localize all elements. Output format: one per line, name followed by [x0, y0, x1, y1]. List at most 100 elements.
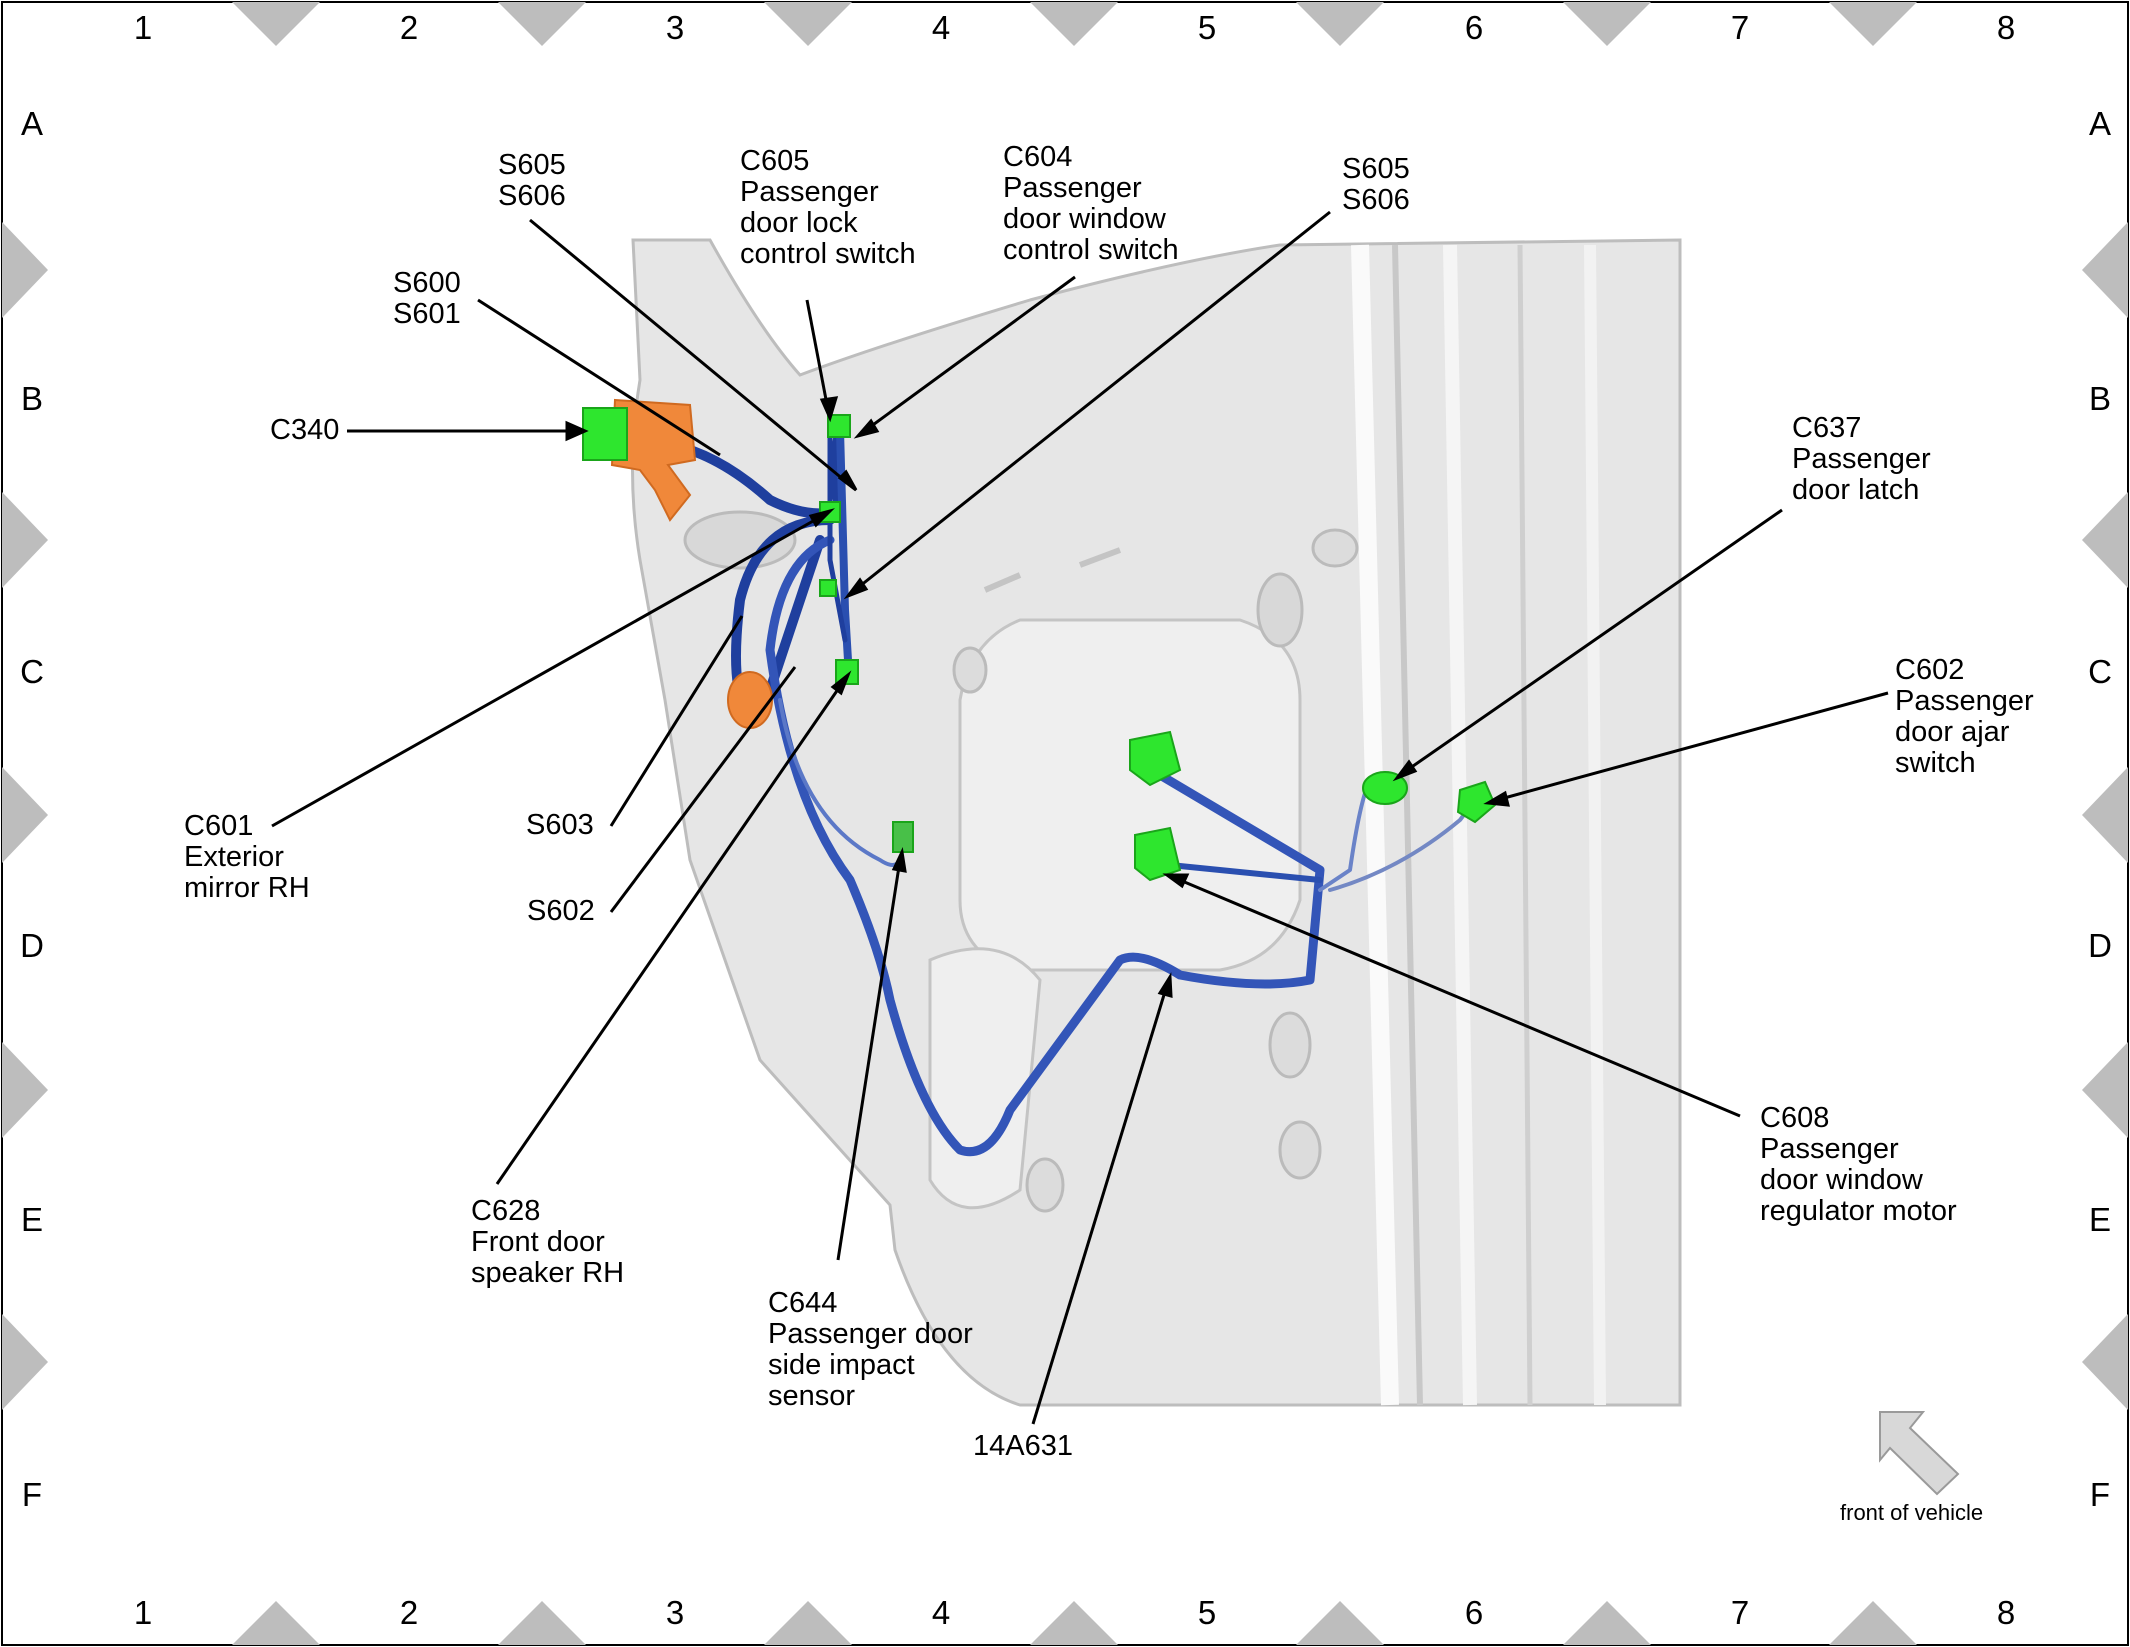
callout-line: C602: [1895, 654, 1965, 686]
brackets: [610, 398, 773, 729]
callout-line: control switch: [740, 238, 916, 270]
callout-line: Passenger: [1760, 1133, 1899, 1165]
callout-line: control switch: [1003, 234, 1179, 266]
connectors: [582, 407, 1497, 882]
grid-marker: [2, 767, 48, 863]
arrow-icon: [1879, 1411, 1960, 1496]
grid-row-label: C: [20, 653, 44, 690]
grid-row-label: B: [20, 380, 44, 417]
grid-column-label: 6: [1464, 9, 1484, 46]
grid-marker: [232, 1601, 320, 1645]
callout-line: S603: [526, 809, 594, 841]
grid-column-label: 3: [665, 9, 685, 46]
callout-line: C605: [740, 145, 810, 177]
callout-line: door window: [1760, 1164, 1923, 1196]
callout-line: C601: [184, 810, 254, 842]
grid-marker: [2082, 222, 2128, 318]
grid-marker: [1030, 2, 1118, 46]
grid-marker: [232, 2, 320, 46]
callout-line: C608: [1760, 1102, 1830, 1134]
grid-column-label: 1: [133, 9, 153, 46]
label-s603: S603: [526, 810, 594, 841]
grid-marker: [2, 492, 48, 588]
grid-row-label: A: [2088, 105, 2112, 142]
grid-column-label: 7: [1730, 1594, 1750, 1631]
grid-row-label: E: [20, 1201, 44, 1238]
grid-column-label: 2: [399, 9, 419, 46]
callout-line: C604: [1003, 141, 1073, 173]
grid-column-label: 4: [931, 1594, 951, 1631]
connector-c340: [582, 407, 628, 461]
grid-row-label: C: [2088, 653, 2112, 690]
callout-line: S606: [498, 180, 566, 212]
grid-marker: [2082, 1042, 2128, 1138]
callout-line: switch: [1895, 747, 1976, 779]
callout-line: door lock: [740, 207, 858, 239]
callout-line: Front door: [471, 1226, 605, 1258]
grid-column-label: 5: [1197, 1594, 1217, 1631]
callout-line: Exterior: [184, 841, 284, 873]
grid-row-label: F: [2089, 1476, 2111, 1513]
grid-row-label: D: [2088, 927, 2112, 964]
grid-column-label: 8: [1996, 1594, 2016, 1631]
grid-marker: [1829, 1601, 1917, 1645]
grid-marker: [1296, 1601, 1384, 1645]
callout-line: Passenger: [1792, 443, 1931, 475]
callout-line: S605: [498, 149, 566, 181]
grid-marker: [2, 1042, 48, 1138]
callout-line: Passenger door: [768, 1318, 973, 1350]
grid-marker: [2082, 492, 2128, 588]
grid-row-label: D: [20, 927, 44, 964]
grid-marker: [2082, 1314, 2128, 1410]
callout-line: side impact: [768, 1349, 915, 1381]
callout-line: sensor: [768, 1380, 856, 1412]
grid-column-label: 2: [399, 1594, 419, 1631]
grid-column-label: 4: [931, 9, 951, 46]
callout-line: C340: [270, 414, 340, 446]
grid-row-label: A: [20, 105, 44, 142]
callout-line: S600: [393, 267, 461, 299]
callout-line: Passenger: [740, 176, 879, 208]
grid-marker: [1030, 1601, 1118, 1645]
grid-marker: [1829, 2, 1917, 46]
grid-marker: [764, 2, 852, 46]
callout-line: S601: [393, 298, 461, 330]
callout-line: door ajar: [1895, 716, 2010, 748]
grid-column-label: 1: [133, 1594, 153, 1631]
grid-column-label: 3: [665, 1594, 685, 1631]
callout-line: 14A631: [973, 1430, 1073, 1462]
grid-marker: [2082, 767, 2128, 863]
callout-line: mirror RH: [184, 872, 310, 904]
grid-row-label: B: [2088, 380, 2112, 417]
callout-line: Passenger: [1003, 172, 1142, 204]
grid-marker: [764, 1601, 852, 1645]
callout-line: Passenger: [1895, 685, 2034, 717]
grid-row-label: F: [21, 1476, 43, 1513]
callout-line: C628: [471, 1195, 541, 1227]
callout-line: S606: [1342, 184, 1410, 216]
callout-line: door latch: [1792, 474, 1920, 506]
grid-marker: [2, 1314, 48, 1410]
callout-line: S605: [1342, 153, 1410, 185]
grid-row-label: E: [2088, 1201, 2112, 1238]
callout-line: door window: [1003, 203, 1166, 235]
grid-marker: [498, 1601, 586, 1645]
callout-line: C637: [1792, 412, 1862, 444]
label-14a631: 14A631: [973, 1431, 1073, 1462]
grid-marker: [1563, 1601, 1651, 1645]
grid-column-label: 6: [1464, 1594, 1484, 1631]
grid-marker: [1563, 2, 1651, 46]
